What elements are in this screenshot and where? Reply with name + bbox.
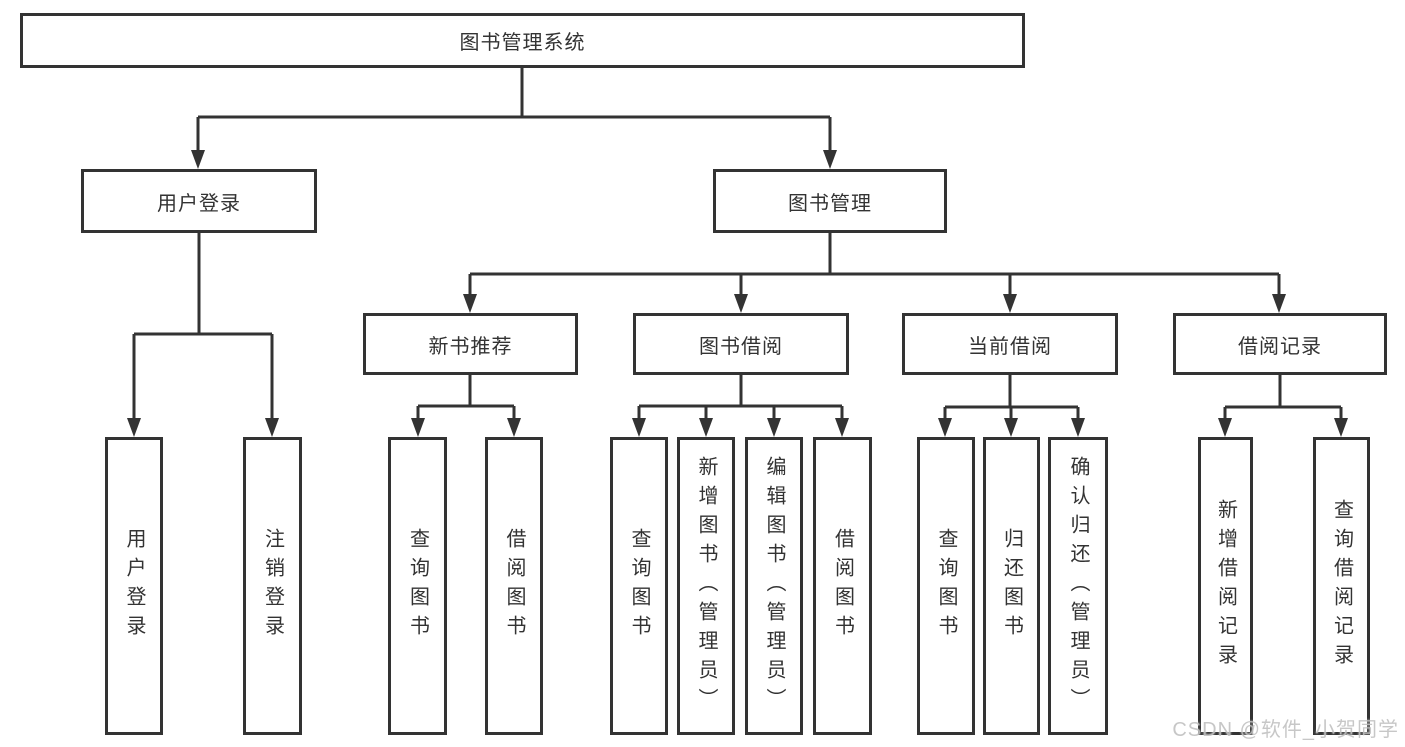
- watermark-text: CSDN @软件_小贺同学: [1172, 719, 1399, 741]
- node-add-borrow-record: 新增借阅记录: [1198, 437, 1253, 735]
- arrowhead: [463, 294, 1286, 313]
- node-return-books: 归还图书: [983, 437, 1040, 735]
- arrowhead: [1218, 418, 1348, 437]
- arrowhead: [127, 418, 279, 437]
- node-library-management-system: 图书管理系统: [20, 13, 1025, 68]
- node-add-book-admin: 新增图书（管理员）: [677, 437, 735, 735]
- node-book-borrow: 图书借阅: [633, 313, 849, 375]
- arrowhead: [411, 418, 521, 437]
- node-borrow-records: 借阅记录: [1173, 313, 1387, 375]
- node-confirm-return-admin: 确认归还（管理员）: [1048, 437, 1108, 735]
- node-borrow-books-recommend: 借阅图书: [485, 437, 543, 735]
- node-user-login-leaf: 用户登录: [105, 437, 163, 735]
- node-query-books-current: 查询图书: [917, 437, 975, 735]
- node-edit-book-admin: 编辑图书（管理员）: [745, 437, 803, 735]
- node-current-borrow: 当前借阅: [902, 313, 1118, 375]
- arrowhead: [938, 418, 1085, 437]
- node-query-borrow-record: 查询借阅记录: [1313, 437, 1370, 735]
- node-logout: 注销登录: [243, 437, 302, 735]
- node-query-books-recommend: 查询图书: [388, 437, 447, 735]
- node-query-books-borrow: 查询图书: [610, 437, 668, 735]
- node-user-login: 用户登录: [81, 169, 317, 233]
- arrowhead: [191, 150, 837, 169]
- arrowhead: [632, 418, 849, 437]
- node-new-book-recommend: 新书推荐: [363, 313, 578, 375]
- node-book-management: 图书管理: [713, 169, 947, 233]
- node-borrow-books-leaf: 借阅图书: [813, 437, 872, 735]
